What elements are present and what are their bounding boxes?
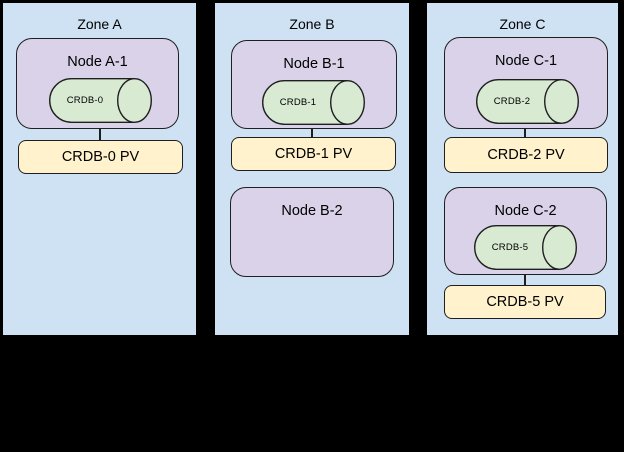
pv-crdb-2: CRDB-2 PV <box>444 137 608 173</box>
node-title: Node A-1 <box>67 54 128 70</box>
pod-crdb-1: CRDB-1 <box>262 80 365 125</box>
node-title: Node B-1 <box>283 56 345 72</box>
pv-label: CRDB-0 PV <box>61 149 140 165</box>
node-c-2: Node C-2 CRDB-5 <box>444 187 607 275</box>
pv-label: CRDB-5 PV <box>486 294 564 310</box>
database-cylinder-icon <box>49 78 152 123</box>
zone-title: Zone A <box>77 16 122 32</box>
node-c-1: Node C-1 CRDB-2 <box>444 37 608 129</box>
pod-label: CRDB-0 <box>66 95 104 106</box>
pod-crdb-2: CRDB-2 <box>476 79 579 124</box>
node-title: Node C-1 <box>494 53 558 69</box>
zone-c: Zone C Node C-1 CRDB-2 CRDB-2 PV Node C-… <box>426 2 619 336</box>
node-b-2: Node B-2 <box>230 187 394 277</box>
pv-connector-line <box>99 115 101 143</box>
zone-b: Zone B Node B-1 CRDB-1 CRDB-1 PV Node B-… <box>214 2 410 336</box>
pv-connector-line <box>524 117 526 143</box>
zone-title: Zone C <box>499 16 546 32</box>
zone-title: Zone B <box>289 16 335 32</box>
zone-a: Zone A Node A-1 CRDB-0 CRDB-0 PV <box>2 2 197 336</box>
pod-label: CRDB-1 <box>279 97 317 108</box>
pv-label: CRDB-2 PV <box>487 147 565 163</box>
pod-crdb-0: CRDB-0 <box>49 78 152 123</box>
pv-label: CRDB-1 PV <box>274 146 353 162</box>
pv-crdb-1: CRDB-1 PV <box>231 137 396 171</box>
node-title: Node B-2 <box>281 203 343 219</box>
pv-crdb-5: CRDB-5 PV <box>444 285 606 319</box>
node-b-1: Node B-1 CRDB-1 <box>231 40 397 129</box>
pv-connector-line <box>524 261 526 289</box>
pod-label: CRDB-2 <box>493 96 531 107</box>
database-cylinder-icon <box>476 79 579 124</box>
pod-label: CRDB-5 <box>491 242 529 253</box>
database-cylinder-icon <box>262 80 365 125</box>
pod-crdb-5: CRDB-5 <box>474 225 577 270</box>
node-title: Node C-2 <box>494 203 557 219</box>
node-a-1: Node A-1 CRDB-0 <box>16 38 179 129</box>
pv-crdb-0: CRDB-0 PV <box>18 140 183 174</box>
database-cylinder-icon <box>474 225 577 270</box>
